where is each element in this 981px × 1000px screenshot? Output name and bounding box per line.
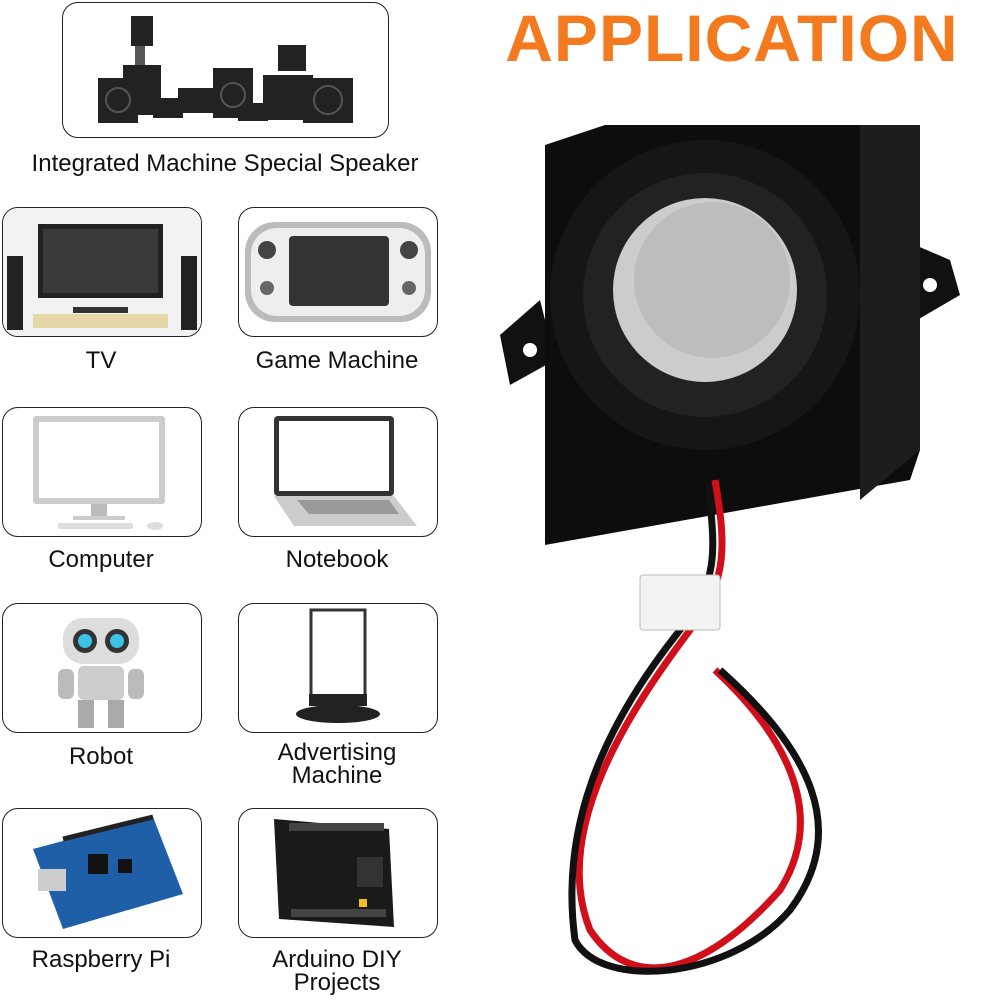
game-console-icon xyxy=(245,222,431,322)
circuit-board-icon xyxy=(33,814,183,929)
laptop-icon xyxy=(274,416,417,526)
item-label-raspberry-pi: Raspberry Pi xyxy=(31,946,171,973)
raspberry-pi-image xyxy=(2,808,202,938)
notebook-image xyxy=(238,407,438,537)
arduino-board-icon xyxy=(274,819,394,927)
item-label-tv: TV xyxy=(85,347,117,374)
item-label-robot: Robot xyxy=(68,743,134,770)
speaker-set-icon xyxy=(98,16,353,123)
tv-icon xyxy=(3,208,201,336)
tv-image xyxy=(2,207,202,337)
item-label-advertising-machine: Advertising Machine xyxy=(277,739,397,789)
computer-image xyxy=(2,407,202,537)
item-label-notebook: Notebook xyxy=(285,546,389,573)
item-label-game-machine: Game Machine xyxy=(255,347,419,374)
arduino-image xyxy=(238,808,438,938)
top-item-label: Integrated Machine Special Speaker xyxy=(31,150,419,177)
advertising-display-icon xyxy=(296,608,380,723)
item-label-arduino-diy-projects: Arduino DIY Projects xyxy=(272,946,402,996)
item-label-computer: Computer xyxy=(48,546,154,573)
robot-image xyxy=(2,603,202,733)
advertising-machine-image xyxy=(238,603,438,733)
application-title: APPLICATION xyxy=(505,1,959,75)
game-machine-image xyxy=(238,207,438,337)
speaker-set-image xyxy=(62,2,389,138)
robot-icon xyxy=(58,618,144,728)
computer-icon xyxy=(33,416,165,530)
speaker-product-image xyxy=(500,125,960,975)
